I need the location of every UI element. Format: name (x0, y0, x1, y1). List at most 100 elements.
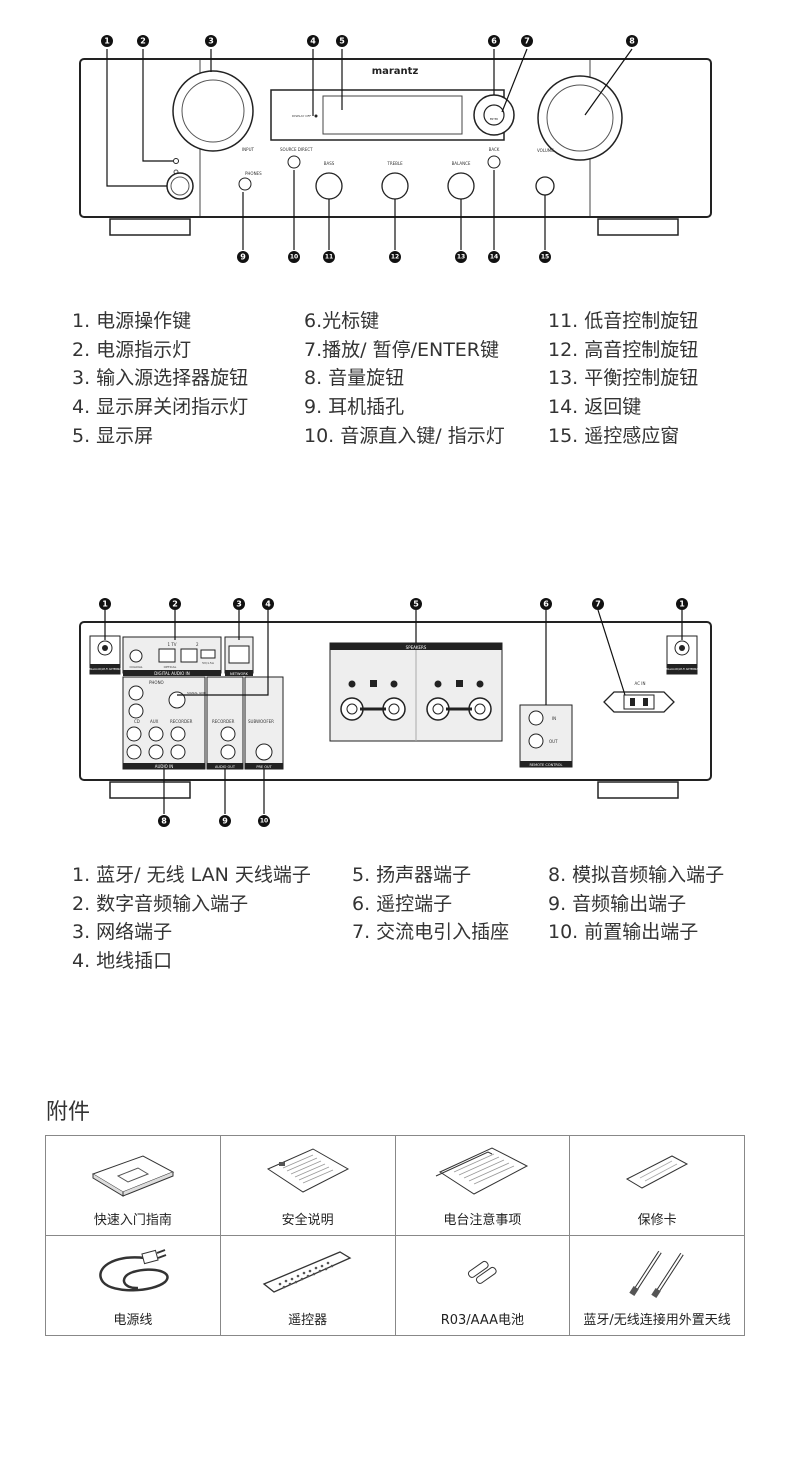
back-button[interactable] (487, 155, 501, 169)
network-jack[interactable] (228, 645, 250, 664)
svg-text:4: 4 (265, 600, 271, 609)
legend-item: 5. 扬声器端子 (352, 864, 472, 886)
remote-in-jack[interactable] (528, 710, 544, 726)
phono-l-jack[interactable] (128, 685, 144, 701)
svg-text:11: 11 (325, 254, 333, 261)
phono-r-jack[interactable] (128, 703, 144, 719)
phones-label: PHONES (245, 171, 262, 176)
source-direct-button[interactable] (287, 155, 301, 169)
svg-text:14: 14 (490, 254, 498, 261)
bass-knob[interactable] (315, 172, 343, 200)
accessory-cell: 遥控器 (219, 1235, 396, 1336)
svg-text:7: 7 (595, 600, 601, 609)
svg-text:Bluetooth/Wi-Fi ANTENNA: Bluetooth/Wi-Fi ANTENNA (666, 667, 698, 671)
remote-out-jack[interactable] (528, 733, 544, 749)
accessory-label: 电台注意事项 (443, 1213, 522, 1228)
legend-item: 8. 模拟音频输入端子 (548, 864, 725, 886)
svg-text:SPEAKERS: SPEAKERS (406, 645, 427, 650)
svg-text:10: 10 (290, 254, 298, 261)
svg-text:RECORDER: RECORDER (212, 719, 235, 724)
svg-text:5: 5 (413, 600, 419, 609)
svg-text:12: 12 (391, 254, 399, 261)
svg-text:AUX: AUX (150, 719, 159, 724)
brand-logo: marantz (372, 66, 419, 77)
input-label: INPUT (242, 147, 255, 152)
svg-text:COAXIAL: COAXIAL (129, 665, 142, 669)
svg-text:2: 2 (172, 600, 178, 609)
svg-text:AC IN: AC IN (635, 681, 646, 686)
usb-port[interactable] (200, 649, 216, 659)
svg-text:3: 3 (208, 37, 214, 46)
rear-panel-diagram: Bluetooth/Wi-Fi ANTENNA Bluetooth/Wi-Fi … (79, 598, 712, 827)
svg-text:REMOTE CONTROL: REMOTE CONTROL (530, 763, 563, 767)
signal-gnd-terminal[interactable] (168, 691, 186, 709)
accessory-label: 电源线 (113, 1313, 153, 1328)
svg-text:AUDIO OUT: AUDIO OUT (215, 765, 236, 769)
legend-item: 14. 返回键 (548, 396, 642, 419)
legend-item: 5. 显示屏 (72, 424, 154, 447)
svg-text:BASS: BASS (324, 161, 335, 166)
recorder-out-l-jack[interactable] (220, 726, 236, 742)
legend-item: 12. 高音控制旋钮 (548, 338, 699, 361)
svg-text:8: 8 (629, 37, 635, 46)
optical-1-jack[interactable] (158, 648, 176, 663)
accessory-label: 遥控器 (288, 1313, 328, 1328)
legend-item: 10. 前置输出端子 (548, 921, 699, 944)
svg-text:8: 8 (161, 817, 167, 826)
display-off-label: DISPLAY OFF (292, 114, 311, 118)
legend-item: 1. 电源操作键 (72, 310, 192, 332)
rear-legend-col-2: 5. 扬声器端子 6. 遥控端子 7. 交流电引入插座 (352, 861, 509, 947)
svg-text:5: 5 (339, 37, 345, 46)
svg-text:SIGNAL GND: SIGNAL GND (187, 691, 207, 695)
legend-item: 15. 遥控感应窗 (548, 424, 680, 447)
treble-knob[interactable] (381, 172, 409, 200)
accessory-label: R03/AAA电池 (440, 1313, 525, 1328)
warranty-card-icon (626, 1155, 689, 1189)
legend-item: 11. 低音控制旋钮 (548, 310, 699, 332)
front-legend-col-3: 11. 低音控制旋钮 12. 高音控制旋钮 13. 平衡控制旋钮 14. 返回键… (548, 307, 698, 451)
svg-text:2: 2 (196, 642, 199, 647)
front-legend-col-2: 6.光标键 7.播放/ 暂停/ENTER键 8. 音量旋钮 9. 耳机插孔 10… (304, 307, 505, 451)
coaxial-jack[interactable] (129, 649, 143, 663)
svg-text:OPTICAL: OPTICAL (164, 665, 177, 669)
legend-item: 1. 蓝牙/ 无线 LAN 天线端子 (72, 864, 311, 886)
svg-text:ENTER: ENTER (490, 117, 499, 121)
quick-start-guide-icon (91, 1155, 175, 1197)
svg-text:2: 2 (140, 37, 146, 46)
input-knob[interactable] (172, 70, 254, 152)
svg-text:TREBLE: TREBLE (386, 161, 403, 166)
subwoofer-pre-out-jack[interactable] (255, 743, 273, 761)
play-pause-enter-button[interactable] (483, 104, 505, 126)
optical-2-jack[interactable] (180, 648, 198, 663)
accessories-table: 快速入门指南 安全说明 (45, 1135, 745, 1336)
svg-text:6: 6 (491, 37, 497, 46)
legend-item: 9. 耳机插孔 (304, 396, 405, 419)
svg-text:15: 15 (541, 254, 549, 261)
svg-text:OUT: OUT (549, 739, 558, 744)
phones-jack[interactable] (238, 177, 252, 191)
recorder-out-r-jack[interactable] (220, 744, 236, 760)
remote-sensor (535, 176, 555, 196)
safety-instructions-icon (266, 1148, 349, 1193)
svg-text:9: 9 (222, 817, 228, 826)
remote-control-icon (262, 1251, 352, 1293)
svg-text:IN: IN (552, 716, 556, 721)
svg-text:7: 7 (524, 37, 530, 46)
svg-text:9: 9 (240, 253, 246, 262)
accessory-cell: 电源线 (45, 1235, 221, 1336)
svg-text:CD: CD (134, 719, 140, 724)
accessory-label: 安全说明 (281, 1213, 334, 1228)
volume-knob[interactable] (537, 75, 623, 161)
svg-text:1: 1 (104, 37, 110, 46)
svg-text:PRE OUT: PRE OUT (256, 765, 272, 769)
svg-text:Bluetooth/Wi-Fi ANTENNA: Bluetooth/Wi-Fi ANTENNA (89, 667, 121, 671)
legend-item: 10. 音源直入键/ 指示灯 (304, 424, 505, 447)
svg-text:PHONO: PHONO (149, 680, 164, 685)
balance-knob[interactable] (447, 172, 475, 200)
front-legend-col-1: 1. 电源操作键 2. 电源指示灯 3. 输入源选择器旋钮 4. 显示屏关闭指示… (72, 307, 248, 451)
svg-text:1 TV: 1 TV (168, 642, 177, 647)
accessory-cell: 快速入门指南 (45, 1135, 221, 1236)
accessory-cell: R03/AAA电池 (394, 1235, 571, 1336)
accessory-label: 保修卡 (637, 1213, 677, 1228)
svg-text:10: 10 (260, 818, 268, 825)
